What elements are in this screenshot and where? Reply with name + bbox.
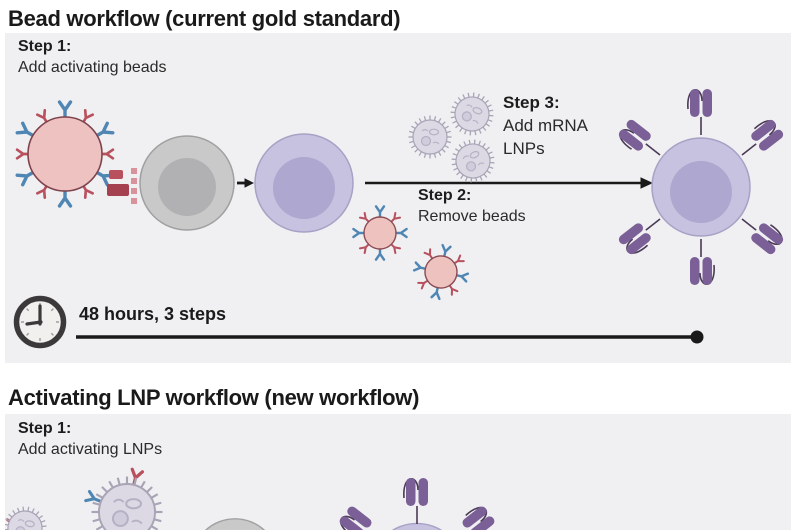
workflow1-title: Bead workflow (current gold standard) (8, 6, 401, 31)
t-cell-icon (139, 135, 235, 231)
step2-annotation: Step 2: Remove beads (418, 185, 526, 227)
step3-label: Step 3: (503, 93, 560, 112)
spiky-lnp-with-antibodies-icon (5, 469, 170, 530)
removed-bead-icon (353, 206, 406, 259)
step1-desc: Add activating LNPs (18, 441, 163, 458)
step3-desc-line1: Add mRNA (503, 116, 589, 135)
step3-annotation: Step 3: Add mRNA LNPs (503, 91, 588, 160)
lnp-workflow-panel: Step 1: Add activating LNPs (5, 414, 791, 530)
bead-workflow-panel: Step 1: Add activating beads Step 3: Add… (5, 33, 791, 363)
step1-label: Step 1: (18, 38, 72, 55)
t-cell-icon (191, 518, 279, 530)
car-t-cell-icon (335, 477, 498, 530)
bead-cell-binding (107, 168, 137, 204)
timeline-label: 48 hours, 3 steps (79, 304, 227, 324)
step1-desc: Add activating beads (18, 59, 167, 76)
step3-desc-line2: LNPs (503, 139, 545, 158)
activated-t-cell-icon (254, 133, 354, 233)
step1-annotation: Step 1: Add activating LNPs (18, 418, 162, 460)
removed-bead-icon (409, 240, 472, 303)
workflow2-title: Activating LNP workflow (new workflow) (8, 385, 420, 410)
step1-annotation: Step 1: Add activating beads (18, 36, 167, 78)
step2-desc: Remove beads (418, 208, 526, 225)
right-arrow-icon (237, 178, 254, 188)
long-right-arrow-icon (365, 177, 653, 189)
step1-label: Step 1: (18, 420, 72, 437)
spiky-lnp-icon (404, 80, 508, 196)
step2-label: Step 2: (418, 187, 472, 204)
bead-with-antibodies-icon (15, 100, 115, 208)
clock-icon (13, 295, 67, 349)
timeline-line (76, 330, 704, 344)
bead-workflow-diagram (13, 33, 788, 349)
